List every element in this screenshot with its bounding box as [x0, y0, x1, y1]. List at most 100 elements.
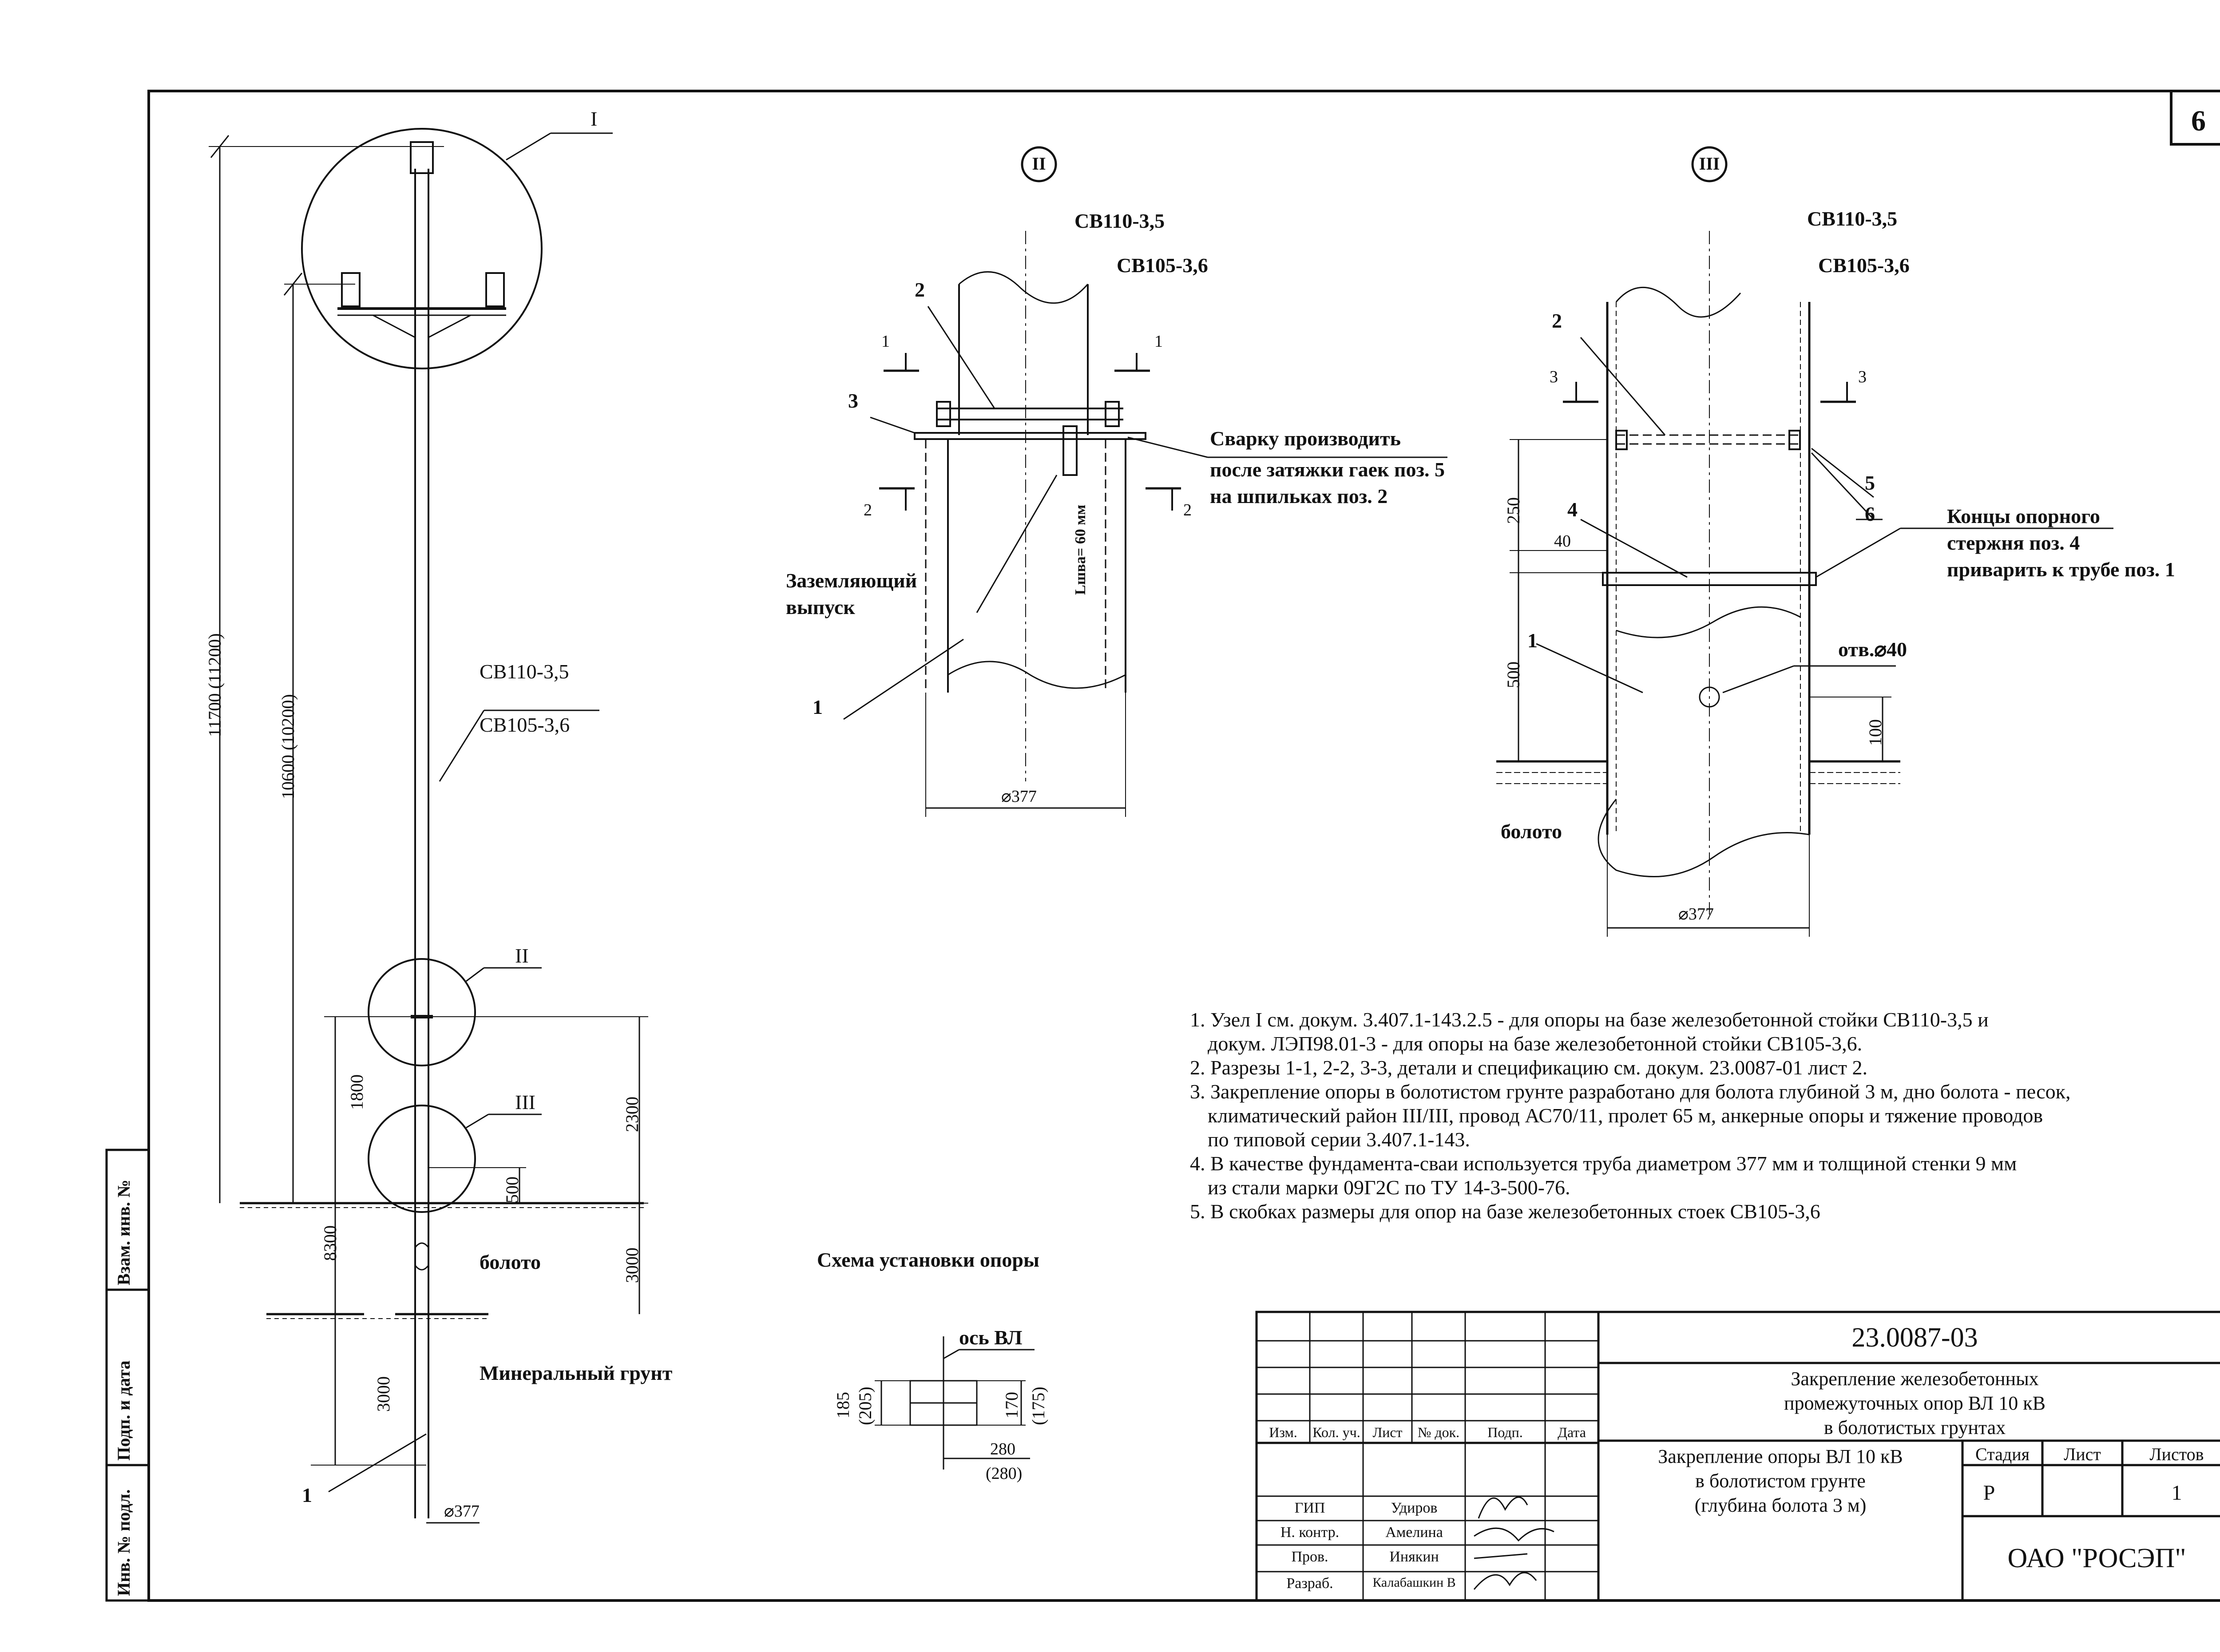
doc-title-2: промежуточных опор ВЛ 10 кВ [1784, 1392, 2046, 1414]
name-nkontr: Амелина [1385, 1524, 1443, 1541]
sheets-value: 1 [2171, 1481, 2182, 1505]
ground-outlet-1: Заземляющий [786, 569, 917, 592]
install-dim-170: 170 [1002, 1392, 1022, 1418]
callout-III: III [515, 1091, 535, 1113]
detail-I-circle [301, 128, 543, 369]
weld-note-2: после затяжки гаек поз. 5 [1210, 458, 1445, 481]
note-line: 1. Узел I см. докум. 3.407.1-143.2.5 - д… [1190, 1008, 1989, 1031]
company-name: ОАО "РОСЭП" [2007, 1543, 2186, 1573]
detail-III-section-3-left: 3 [1550, 368, 1558, 386]
col-izm: Изм. [1269, 1424, 1297, 1440]
title-block-frame [1255, 1311, 2220, 1602]
pole-label-1: СВ110-3,5 [480, 660, 569, 683]
detail-III-item-4: 4 [1567, 498, 1578, 521]
sheet-frame [147, 90, 2220, 1602]
detail-II-diameter: ⌀377 [1001, 787, 1037, 806]
dim-total-height: 11700 (11200) [205, 633, 225, 737]
detail-III-section-3-right: 3 [1858, 368, 1867, 386]
install-dim-205: (205) [855, 1387, 875, 1425]
detail-III-pole-label-1: СВ110-3,5 [1807, 207, 1898, 230]
main-item-1: 1 [302, 1484, 312, 1506]
note-line: 4. В качестве фундамента-сваи использует… [1190, 1152, 2017, 1175]
rod-note-2: стержня поз. 4 [1947, 531, 2080, 554]
detail-III-item-5: 5 [1865, 471, 1875, 494]
stamp-vzam-inv: Взам. инв. № [114, 1180, 134, 1285]
weld-note-3: на шпильках поз. 2 [1210, 485, 1388, 507]
dim-3000-lower: 3000 [373, 1376, 393, 1412]
detail-II-item-2: 2 [915, 278, 925, 301]
dim-1800: 1800 [347, 1074, 367, 1110]
col-podp: Подп. [1487, 1424, 1523, 1440]
detail-III-item-6: 6 [1865, 503, 1875, 525]
note-line: 5. В скобках размеры для опор на базе же… [1190, 1200, 1820, 1223]
detail-III-bog-label: болото [1501, 820, 1562, 843]
note-line: 2. Разрезы 1-1, 2-2, 3-3, детали и специ… [1190, 1056, 1867, 1079]
sheet-title-3: (глубина болота 3 м) [1694, 1494, 1867, 1516]
sheet-header: Лист [2064, 1444, 2101, 1464]
dim-crossarm-height: 10600 (10200) [278, 694, 298, 799]
install-axis-label: ось ВЛ [959, 1326, 1023, 1349]
install-dim-185: 185 [833, 1392, 853, 1418]
note-line: из стали марки 09Г2С по ТУ 14-3-500-76. [1208, 1176, 1570, 1199]
weld-length: Lшва= 60 мм [1072, 504, 1089, 595]
detail-III-diameter: ⌀377 [1678, 905, 1714, 923]
sheets-header: Листов [2149, 1444, 2204, 1464]
detail-II-item-1: 1 [813, 696, 823, 718]
stamp-inv-podl: Инв. № подл. [114, 1489, 134, 1596]
rod-note-3: приварить к трубе поз. 1 [1947, 558, 2175, 581]
callout-I: I [591, 107, 598, 130]
name-razrab: Калабашкин В [1372, 1575, 1456, 1590]
dim-2300: 2300 [622, 1097, 642, 1132]
general-notes: 1. Узел I см. докум. 3.407.1-143.2.5 - д… [1190, 1008, 2071, 1224]
detail-III-dim-500: 500 [1503, 662, 1523, 688]
bog-label-main: болото [480, 1251, 541, 1273]
detail-II-title: II [1032, 154, 1046, 174]
role-gip: ГИП [1294, 1500, 1325, 1516]
rod-note-1: Концы опорного [1947, 505, 2100, 527]
signatures [1473, 1496, 1554, 1590]
install-dim-175: (175) [1028, 1387, 1048, 1425]
detail-III-hole: отв.⌀40 [1838, 638, 1907, 661]
stamp-podp-data: Подп. и дата [114, 1360, 134, 1461]
col-kol: Кол. уч. [1312, 1424, 1360, 1440]
role-nkontr: Н. контр. [1280, 1524, 1340, 1541]
ground-outlet-2: выпуск [786, 596, 855, 618]
detail-III-dim-100: 100 [1865, 719, 1885, 746]
stage-header: Стадия [1975, 1444, 2030, 1464]
col-ndok: № док. [1417, 1424, 1460, 1440]
detail-III-circle [368, 1105, 476, 1213]
col-data: Дата [1558, 1424, 1586, 1440]
name-prov: Инякин [1389, 1549, 1439, 1565]
detail-II-section-1-left: 1 [881, 332, 890, 351]
role-razrab: Разраб. [1286, 1575, 1333, 1592]
dim-8300: 8300 [320, 1225, 340, 1261]
note-line: докум. ЛЭП98.01-3 - для опоры на базе же… [1208, 1032, 1863, 1055]
doc-title-3: в болотистых грунтах [1824, 1417, 2006, 1438]
detail-II-item-3: 3 [848, 389, 858, 412]
detail-III-dim-250: 250 [1503, 497, 1523, 524]
detail-III-view [1496, 146, 2113, 937]
main-pole-view [209, 128, 648, 1524]
detail-III-item-2: 2 [1552, 309, 1562, 332]
note-line: по типовой серии 3.407.1-143. [1208, 1128, 1470, 1151]
sheet-title-2: в болотистом грунте [1695, 1470, 1866, 1492]
stage-value: Р [1983, 1481, 1995, 1505]
install-scheme-view [875, 1336, 1035, 1470]
callout-II: II [515, 944, 529, 967]
pole-label-2: СВ105-3,6 [480, 713, 570, 736]
sheet-title-1: Закрепление опоры ВЛ 10 кВ [1658, 1446, 1903, 1467]
doc-number: 23.0087-03 [1851, 1323, 1978, 1353]
sheet-number: 6 [2191, 105, 2206, 137]
detail-II-section-2-left: 2 [864, 501, 872, 519]
detail-III-pole-label-2: СВ105-3,6 [1818, 254, 1910, 277]
detail-II-pole-label-2: СВ105-3,6 [1117, 254, 1208, 277]
detail-II-section-1-right: 1 [1154, 332, 1163, 351]
name-gip: Удиров [1391, 1500, 1438, 1516]
install-dim-280b: (280) [986, 1464, 1023, 1483]
side-stamp-frame [105, 1149, 150, 1602]
detail-III-dim-40: 40 [1554, 532, 1571, 551]
detail-II-view [843, 146, 1447, 817]
note-line: климатический район III/III, провод АС70… [1208, 1104, 2043, 1127]
weld-note-1: Сварку производить [1210, 427, 1401, 450]
